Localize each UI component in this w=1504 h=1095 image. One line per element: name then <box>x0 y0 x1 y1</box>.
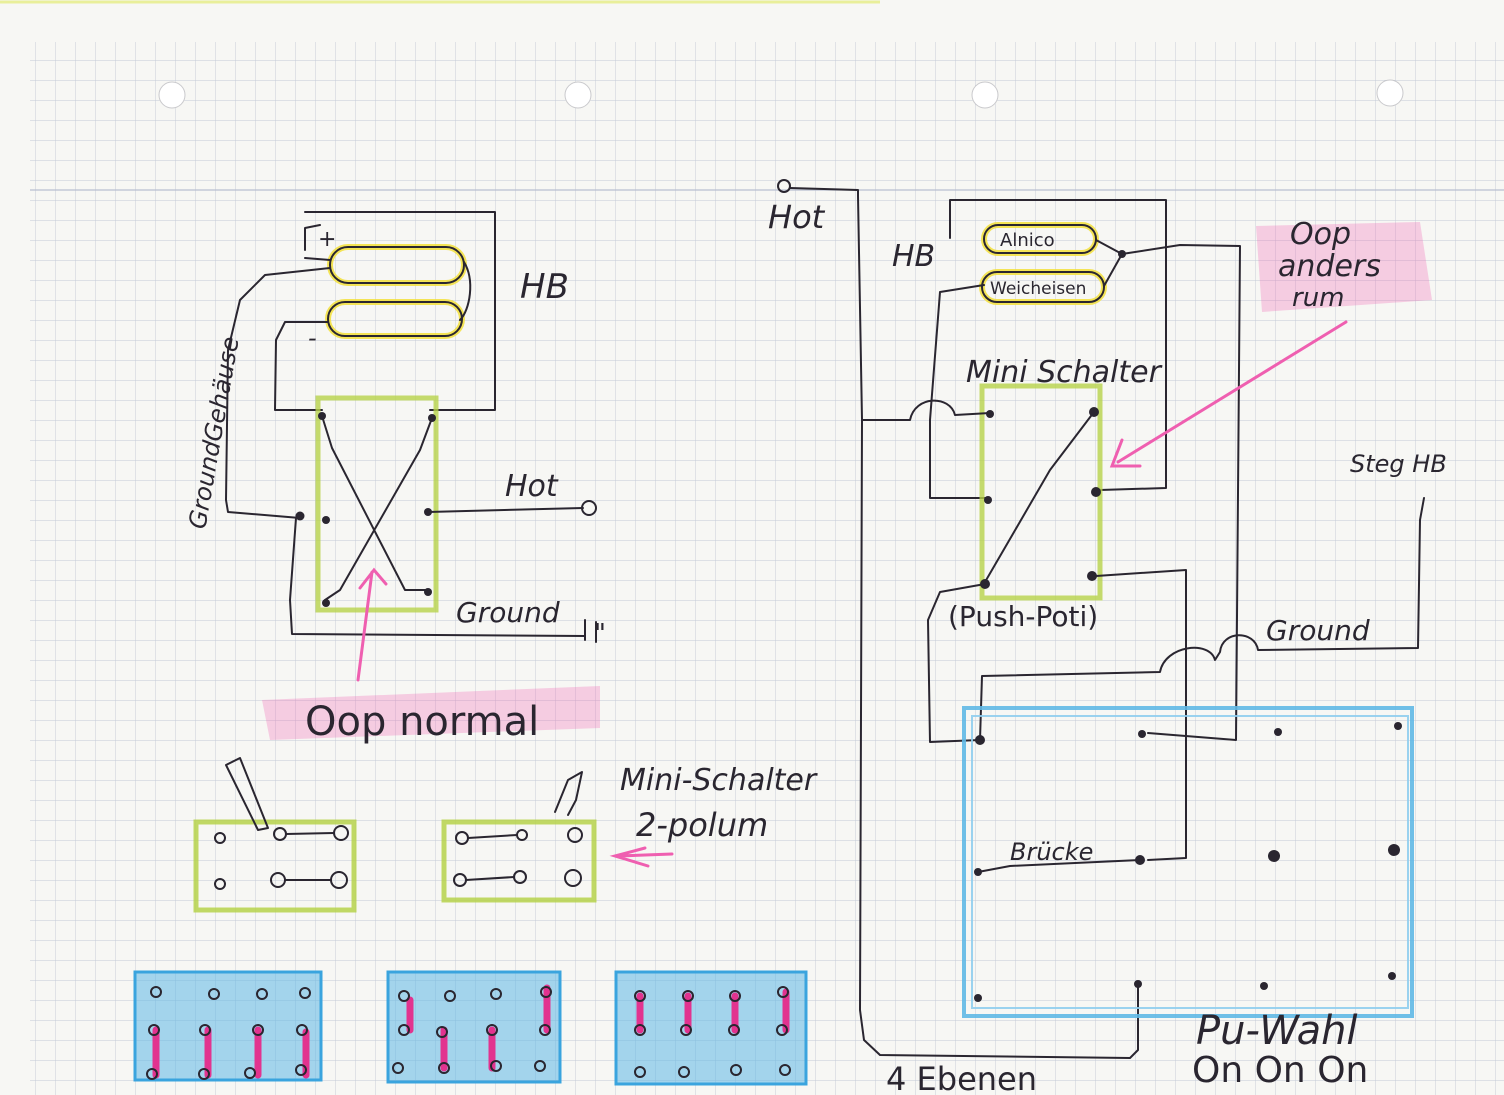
left-plus-label: + <box>318 227 336 252</box>
layers-label: 4 Ebenen <box>886 1060 1037 1095</box>
grid-paper <box>30 42 1504 1095</box>
left-humbucker <box>325 244 472 339</box>
pu-switch-map-2 <box>386 970 562 1084</box>
left-wire-ground-housing <box>225 267 331 519</box>
punch-hole <box>971 81 999 109</box>
left-wire-minus <box>274 321 329 411</box>
right-hb-label: HB <box>892 239 935 274</box>
left-wire-ground <box>289 517 597 643</box>
left-switch-outline <box>315 395 439 613</box>
left-hot-terminal <box>581 500 597 516</box>
left-ground-label: Ground <box>456 596 560 629</box>
left-diagram <box>225 211 600 740</box>
mini-switch-a <box>193 757 357 913</box>
punch-hole <box>1376 79 1404 107</box>
left-wire-outer <box>304 211 496 411</box>
right-ground-label: Ground <box>1266 614 1370 647</box>
pu-wahl-label: Pu-Wahl <box>1196 1008 1358 1054</box>
mini-switch-label-line2: 2-polum <box>636 806 768 844</box>
left-wire-hot <box>427 507 584 513</box>
coil-bottom-label: Weicheisen <box>990 279 1086 299</box>
left-hot-label: Hot <box>505 469 559 504</box>
right-oop-note-1: Oop <box>1290 217 1351 252</box>
left-switch-cross <box>321 415 433 601</box>
coil-top-label: Alnico <box>1000 230 1055 251</box>
right-oop-note-2: anders <box>1278 249 1381 284</box>
left-minus-label: - <box>308 324 317 352</box>
pu-switch-map-3 <box>614 970 808 1086</box>
right-diagram <box>777 179 1432 1059</box>
steg-hb-label: Steg HB <box>1350 450 1447 478</box>
left-oop-note: Oop normal <box>305 699 539 745</box>
pu-switch-map-1 <box>133 970 323 1082</box>
mini-switch-b <box>441 771 674 903</box>
push-poti-label: (Push-Poti) <box>948 600 1098 633</box>
left-oop-highlight <box>262 686 600 740</box>
mini-switch-title: Mini Schalter <box>966 355 1163 390</box>
right-hot-label: Hot <box>768 198 826 236</box>
punch-hole <box>564 81 592 109</box>
left-oop-arrow <box>356 567 388 682</box>
on-on-on-label: On On On <box>1192 1050 1368 1091</box>
right-oop-note-3: rum <box>1292 283 1345 313</box>
bruecke-label: Brücke <box>1010 838 1093 866</box>
punch-hole <box>158 81 186 109</box>
mini-switch-label-line1: Mini-Schalter <box>620 763 818 798</box>
left-hb-label: HB <box>520 267 569 307</box>
left-ground-mark: " <box>594 619 606 649</box>
